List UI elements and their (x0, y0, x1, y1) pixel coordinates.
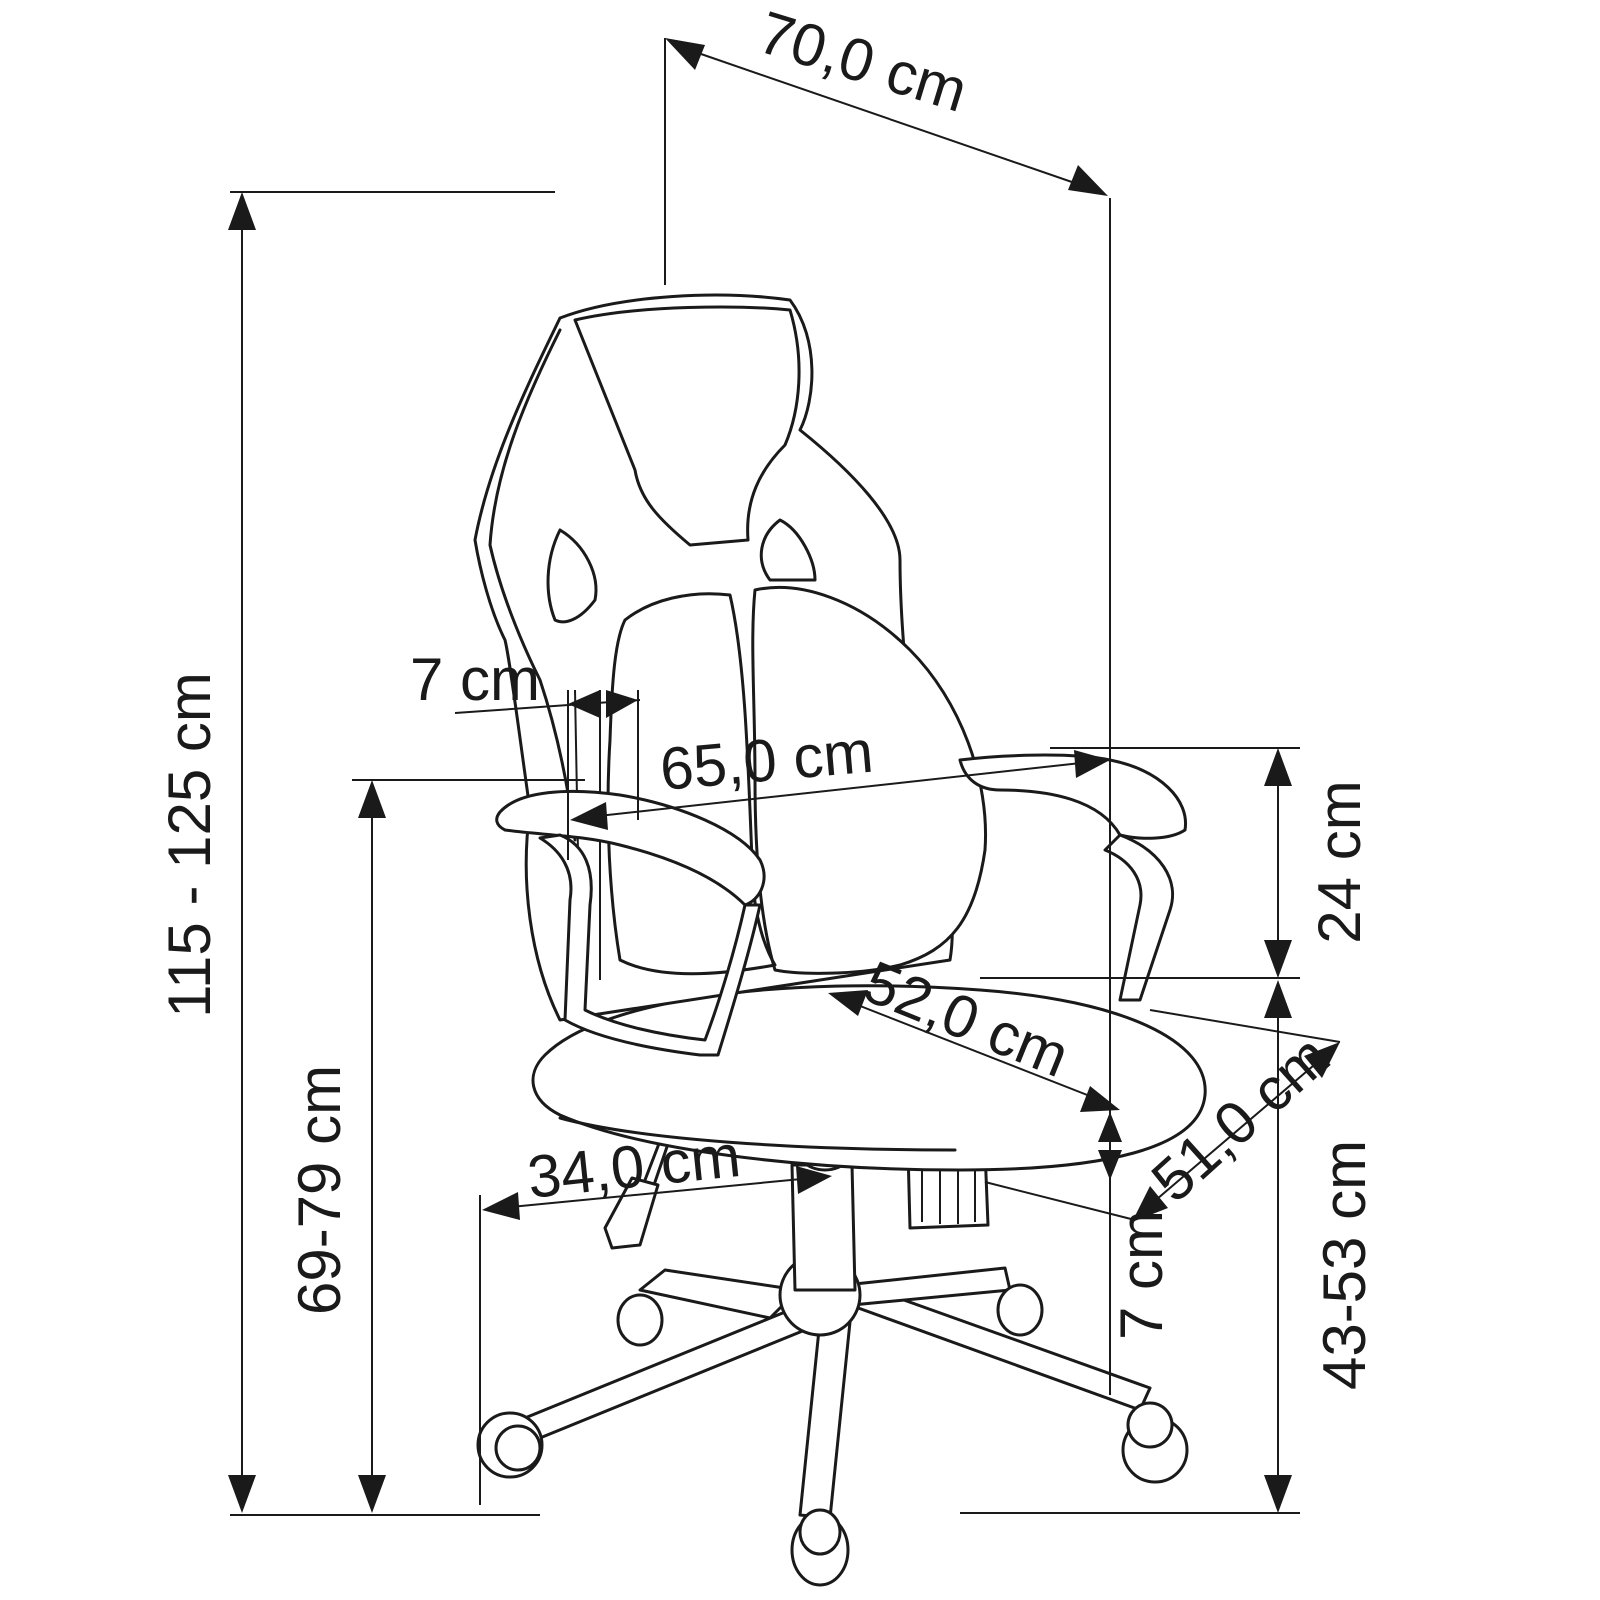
base-radius-dimension (479, 1166, 832, 1505)
armrest-span-dimension (570, 750, 1110, 830)
right-armrest (958, 753, 1188, 1002)
chair-backrest (473, 293, 988, 1022)
label-overall-height: 115 - 125 cm (156, 672, 223, 1018)
label-seat-to-armrest: 24 cm (1306, 780, 1373, 943)
chair-casters (476, 1283, 1189, 1587)
label-seat-thickness: 7 cm (1108, 1210, 1175, 1340)
chair-base (518, 1253, 1152, 1520)
label-armrest-height: 69-79 cm (286, 1065, 353, 1315)
label-seat-height: 43-53 cm (1311, 1140, 1378, 1390)
label-overall-width: 70,0 cm (751, 0, 975, 125)
armrest-height-dimension (352, 779, 585, 1513)
seat-to-armrest-dimension (980, 747, 1300, 979)
frame-width-dimension (454, 690, 641, 860)
office-chair-drawing (473, 293, 1207, 1587)
label-frame-width: 7 cm (410, 646, 540, 713)
overall-height-dimension (228, 191, 555, 1516)
chair-seat (531, 984, 1207, 1172)
left-armrest (495, 789, 766, 1057)
overall-width-dimension (664, 38, 1111, 1130)
seat-depth-dimension (828, 990, 1120, 1112)
seat-height-dimension (960, 980, 1300, 1514)
dimension-lines (228, 38, 1341, 1516)
label-base-radius: 34,0 cm (524, 1122, 743, 1211)
seat-thickness-dimension (1098, 1112, 1122, 1395)
